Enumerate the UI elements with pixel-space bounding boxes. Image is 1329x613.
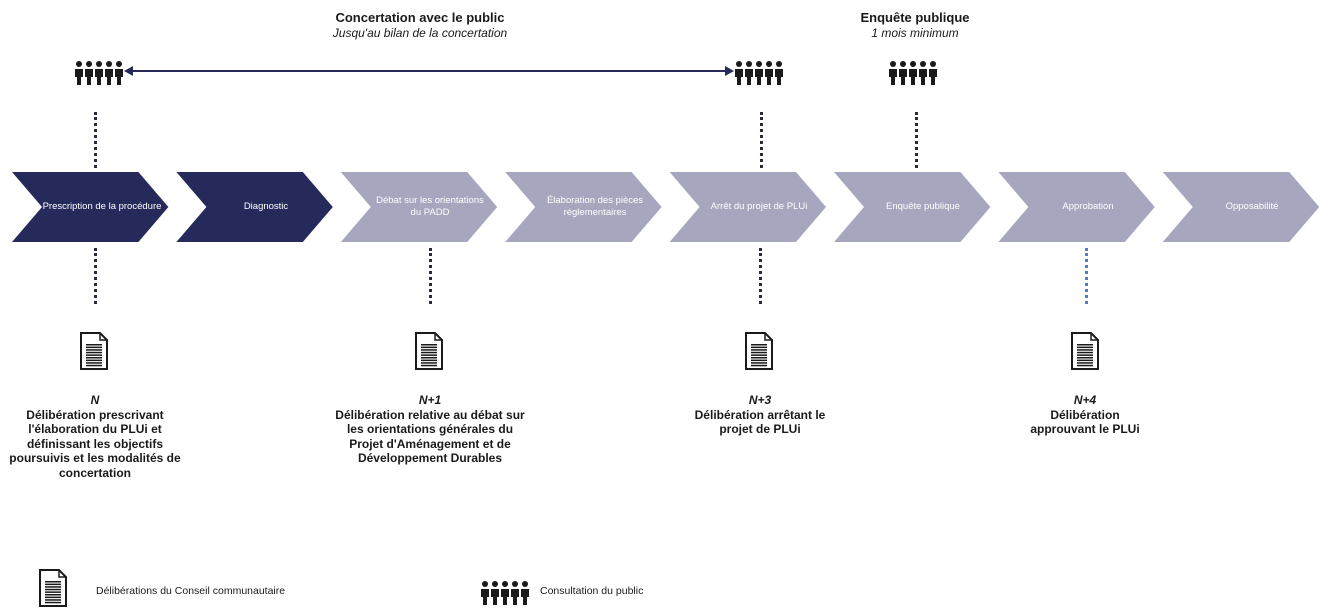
connector-dotted	[94, 112, 97, 168]
deliberation-year: N	[90, 393, 100, 407]
deliberation-n1: N+1 Délibération relative au débat sur l…	[330, 393, 530, 466]
legend-consultation: Consultation du public	[540, 585, 644, 597]
concertation-arrow	[124, 66, 734, 76]
document-icon	[744, 331, 774, 376]
connector-dotted	[94, 248, 97, 304]
chevron-step-2	[176, 172, 333, 242]
chevron-step-4	[505, 172, 662, 242]
step-debat-padd: Débat sur les orientations du PADD	[376, 195, 484, 218]
process-timeline: Prescription de la procédure Diagnostic …	[0, 172, 1329, 242]
chevron-step-1	[12, 172, 169, 242]
deliberation-text: Délibération arrêtant le projet de PLUi	[694, 407, 826, 437]
people-group-icon	[888, 60, 938, 91]
connector-dotted	[915, 112, 918, 168]
step-diagnostic: Diagnostic	[243, 201, 289, 212]
step-prescription: Prescription de la procédure	[42, 201, 162, 212]
people-group-icon	[74, 60, 124, 91]
connector-dotted	[760, 112, 763, 168]
chevron-step-6	[834, 172, 991, 242]
connector-dotted	[1085, 248, 1088, 304]
deliberation-text: Délibération approuvant le PLUi	[1030, 407, 1140, 437]
deliberation-text: Délibération relative au débat sur les o…	[335, 407, 525, 466]
people-group-icon	[734, 60, 784, 91]
legend-people-group-icon	[480, 580, 530, 611]
chevron-step-3	[340, 172, 498, 242]
timeline-chevrons	[12, 172, 1320, 242]
chevron-step-5	[669, 172, 826, 242]
concertation-subtitle: Jusqu'au bilan de la concertation	[332, 26, 508, 40]
deliberation-n4: N+4 Délibération approuvant le PLUi	[1025, 393, 1145, 437]
enquete-title: Enquête publique	[860, 10, 970, 25]
connector-dotted	[759, 248, 762, 304]
deliberation-n: N Délibération prescrivant l'élaboration…	[0, 393, 190, 480]
chevron-step-8	[1162, 172, 1320, 242]
document-icon	[414, 331, 444, 376]
document-icon	[79, 331, 109, 376]
step-elaboration: Élaboration des pièces réglementaires	[546, 195, 644, 218]
step-approbation: Approbation	[1062, 201, 1114, 212]
chevron-step-7	[998, 172, 1155, 242]
legend-deliberations: Délibérations du Conseil communautaire	[96, 585, 286, 597]
concertation-title: Concertation avec le public	[335, 10, 505, 25]
connector-dotted	[429, 248, 432, 304]
enquete-subtitle: 1 mois minimum	[871, 26, 959, 40]
deliberation-n3: N+3 Délibération arrêtant le projet de P…	[680, 393, 840, 437]
step-enquete: Enquête publique	[886, 201, 960, 212]
deliberation-year: N+1	[418, 393, 442, 407]
document-icon	[1070, 331, 1100, 376]
deliberation-year: N+3	[748, 393, 772, 407]
deliberation-text: Délibération prescrivant l'élaboration d…	[9, 407, 181, 480]
step-arret: Arrêt du projet de PLUi	[710, 201, 808, 212]
step-opposabilite: Opposabilité	[1225, 201, 1279, 212]
deliberation-year: N+4	[1073, 393, 1097, 407]
legend-document-icon	[38, 568, 68, 613]
